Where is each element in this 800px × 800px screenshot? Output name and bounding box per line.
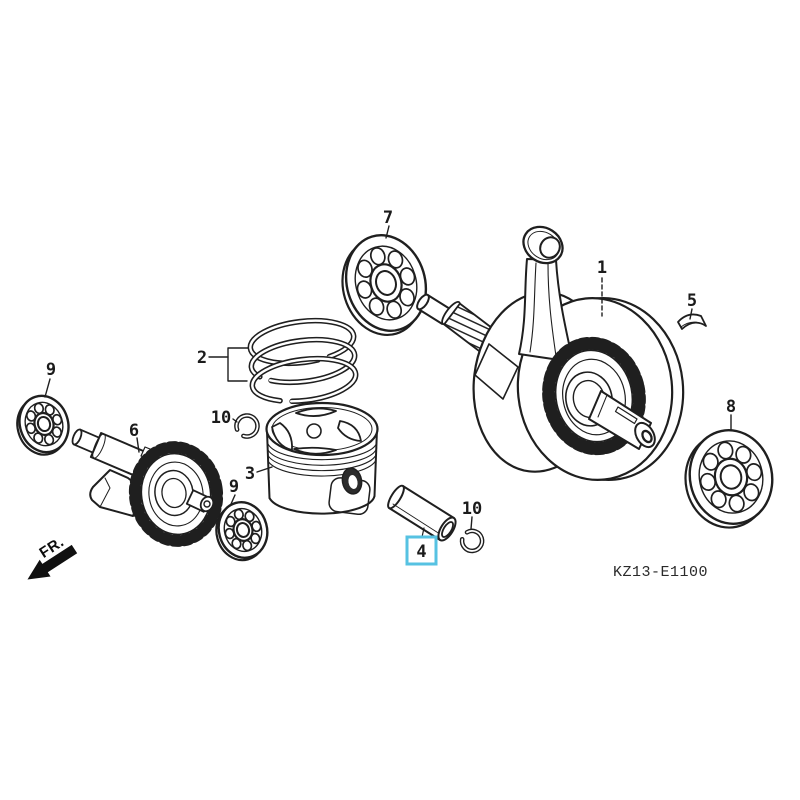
leader-line-9a xyxy=(44,378,51,398)
ball-bearing-right-art xyxy=(675,421,783,537)
leader-line-7 xyxy=(385,225,390,239)
crank-shaft-tip xyxy=(416,293,461,326)
callout-8[interactable]: 8 xyxy=(726,397,736,417)
keyway-slot xyxy=(614,406,638,425)
leader-line-10a xyxy=(232,418,238,423)
leader-line-9b xyxy=(230,494,236,505)
leader-line-5 xyxy=(689,308,693,320)
callout-1[interactable]: 1 xyxy=(597,258,607,278)
piston-pin-art xyxy=(387,484,457,542)
balancer-gear xyxy=(128,441,224,547)
crankshaft-art xyxy=(416,225,685,481)
crank-web-notch xyxy=(474,343,519,400)
piston-pin-clip-upper-art xyxy=(234,413,260,439)
ring-set-bracket xyxy=(208,347,249,382)
callout-10a[interactable]: 10 xyxy=(211,408,231,428)
callout-3[interactable]: 3 xyxy=(245,464,255,484)
woodruff-key-art xyxy=(677,313,707,330)
balancer-shaft-art xyxy=(71,428,224,547)
leader-line-10b xyxy=(470,516,473,530)
crank-output-shaft xyxy=(588,390,656,450)
callout-6[interactable]: 6 xyxy=(129,421,139,441)
piston-pin-clip-lower-art xyxy=(459,528,485,554)
piston-crown xyxy=(265,401,379,457)
diagram-code: KZ13-E1100 xyxy=(613,564,708,581)
leader-line-6 xyxy=(136,437,140,453)
crank-gear xyxy=(542,336,646,456)
fr-direction-arrow: FR. xyxy=(27,533,78,580)
selected-part-highlight-box[interactable] xyxy=(405,535,438,566)
leader-line-3 xyxy=(256,466,273,473)
callout-4-selected[interactable]: 4 xyxy=(416,542,426,562)
callout-2[interactable]: 2 xyxy=(197,348,207,368)
connecting-rod xyxy=(518,225,574,363)
callout-9b[interactable]: 9 xyxy=(229,477,239,497)
callout-5[interactable]: 5 xyxy=(687,291,697,311)
piston-art xyxy=(265,401,379,516)
callout-7[interactable]: 7 xyxy=(383,208,393,228)
callout-9a[interactable]: 9 xyxy=(46,360,56,380)
ball-bearing-left-art xyxy=(8,388,77,462)
piston-ring-set-art xyxy=(247,317,359,405)
callout-10b[interactable]: 10 xyxy=(462,499,482,519)
arrow-icon xyxy=(27,544,78,580)
